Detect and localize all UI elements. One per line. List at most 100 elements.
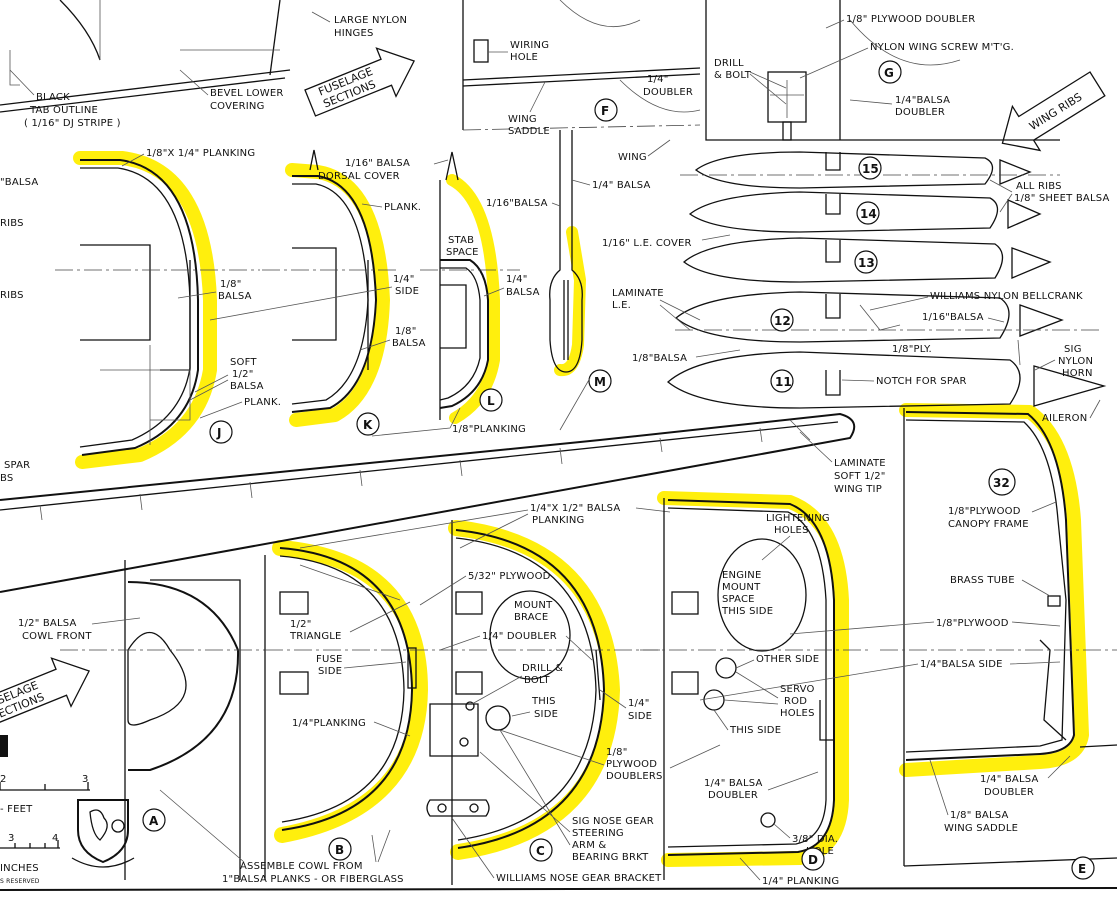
label-balsa-eighth-j-2: BALSA [218, 291, 252, 302]
label-brass-tube: BRASS TUBE [950, 575, 1015, 586]
scale-feet-tick-2: 2 [0, 774, 7, 785]
label-quarter-doubler-1: 1/4" [647, 74, 669, 85]
label-plank-j: PLANK. [244, 397, 281, 408]
label-assemble-cowl-2: 1"BALSA PLANKS - OR FIBERGLASS [222, 874, 404, 885]
section-g [705, 0, 1060, 141]
label-plank-k: PLANK. [384, 202, 421, 213]
crest-logo [71, 799, 135, 868]
former-32-label: 32 [993, 476, 1010, 490]
label-balsa-side-quarter: 1/4"BALSA SIDE [920, 659, 1003, 670]
label-bevel-lower-2: COVERING [210, 101, 265, 112]
tail-area [0, 0, 291, 113]
label-wing: WING [618, 152, 647, 163]
section-l [420, 151, 520, 420]
label-drill-bolt-top-1: DRILL [714, 58, 744, 69]
section-b [264, 547, 440, 880]
scale-feet-tick-3: 3 [82, 774, 89, 785]
label-servo-3: HOLES [780, 708, 815, 719]
label-balsa-left-top: "BALSA [0, 177, 38, 188]
label-triangle-2: TRIANGLE [289, 631, 342, 642]
label-ply-eighth-rib: 1/8"PLY. [892, 344, 932, 355]
label-notch-for-spar: NOTCH FOR SPAR [876, 376, 967, 387]
label-balsa-eighth-j-1: 1/8" [220, 279, 242, 290]
rib-12-marker [770, 308, 794, 332]
label-triangle-1: 1/2" [290, 619, 312, 630]
highlight-layer [73, 151, 1089, 867]
fuselage-sections-arrow-top: FUSELAGE SECTIONS [304, 47, 416, 117]
scale-reserved: S RESERVED [0, 878, 40, 885]
label-quarter-doubler-2: DOUBLER [643, 87, 693, 98]
label-wiring-hole-2: HOLE [510, 52, 538, 63]
label-bevel-lower-1: BEVEL LOWER [210, 88, 284, 99]
label-balsa-doubler-e-1: 1/4" BALSA [980, 774, 1039, 785]
label-planking-quarter-d: 1/4" PLANKING [762, 876, 839, 887]
label-balsa-doubler-g-2: DOUBLER [895, 107, 945, 118]
label-wing-saddle-e-1: 1/8" BALSA [950, 810, 1009, 821]
label-canopy-frame-1: 1/8"PLYWOOD [948, 506, 1021, 517]
label-plywood-doubler-eighth: 1/8" PLYWOOD DOUBLER [846, 14, 975, 25]
label-laminate-le-2: L.E. [612, 300, 631, 311]
label-assemble-cowl-1: ASSEMBLE COWL FROM [240, 861, 363, 872]
label-doubler-quarter-c: 1/4" DOUBLER [482, 631, 557, 642]
label-engine-mount-4: THIS SIDE [721, 606, 773, 617]
wing-panel [0, 412, 856, 593]
section-j [55, 159, 260, 456]
label-nylon-wing-screw: NYLON WING SCREW M'T'G. [870, 42, 1014, 53]
label-plywood-532: 5/32" PLYWOOD [468, 571, 551, 582]
section-c [426, 520, 660, 885]
label-cowl-front-2: COWL FRONT [22, 631, 92, 642]
label-stab-space-2: SPACE [446, 247, 479, 258]
label-soft-2: 1/2" [232, 369, 254, 380]
marker-k-label: K [363, 418, 373, 432]
label-wing-saddle-1: WING [508, 114, 537, 125]
marker-g-label: G [884, 66, 894, 80]
label-steering-4: BEARING BRKT [572, 852, 649, 863]
label-large-nylon-hinges-1: LARGE NYLON [334, 15, 407, 26]
label-plywood-doublers-3: DOUBLERS [606, 771, 663, 782]
label-black-1: BLACK [36, 92, 70, 103]
label-planking-quarter-half-1: 1/4"X 1/2" BALSA [530, 503, 620, 514]
label-steering-3: ARM & [572, 840, 606, 851]
label-williams-nose-gear: WILLIAMS NOSE GEAR BRACKET [496, 873, 662, 884]
label-balsa-l-2: BALSA [506, 287, 540, 298]
marker-b [328, 837, 352, 861]
label-lightening-1: LIGHTENING [766, 513, 830, 524]
marker-e [1071, 856, 1095, 880]
rib-13-marker [854, 250, 878, 274]
label-other-side: OTHER SIDE [756, 654, 819, 665]
label-balsa-k-1: 1/8" [395, 326, 417, 337]
marker-k [356, 412, 380, 436]
label-balsa-l-1: 1/4" [506, 274, 528, 285]
label-drill-bolt-top-2: & BOLT [714, 70, 752, 81]
label-dorsal-cover-1: 1/16" BALSA [345, 158, 410, 169]
label-servo-2: ROD [784, 696, 807, 707]
marker-f-label: F [601, 104, 609, 118]
marker-g [878, 60, 902, 84]
label-fuse-side-2: SIDE [318, 666, 342, 677]
label-plywood-eighth-right: 1/8"PLYWOOD [936, 618, 1009, 629]
section-a [60, 560, 265, 880]
section-d [640, 498, 870, 880]
label-balsa-16-m: 1/16"BALSA [486, 198, 548, 209]
rib-13-label: 13 [858, 256, 875, 270]
label-planking-eighth-bottom: 1/8"PLANKING [452, 424, 526, 435]
scale-inch-label: INCHES [0, 863, 39, 874]
scale-feet-label: - FEET [0, 804, 33, 815]
label-balsa-doubler-d-1: 1/4" BALSA [704, 778, 763, 789]
label-sig-2: NYLON [1058, 356, 1093, 367]
label-fuse-side-1: FUSE [316, 654, 343, 665]
label-this-side-d: THIS SIDE [729, 725, 781, 736]
rib-15-marker [858, 156, 882, 180]
label-balsa-k-2: BALSA [392, 338, 426, 349]
wing-ribs [666, 151, 1107, 409]
label-tab-outline: TAB OUTLINE [29, 105, 98, 116]
label-mount-brace-1: MOUNT [514, 600, 553, 611]
marker-e-label: E [1078, 862, 1086, 876]
label-drill-bolt-c-2: BOLT [524, 675, 550, 686]
label-planking-quarter-b: 1/4"PLANKING [292, 718, 366, 729]
label-laminate-tip-1: LAMINATE [834, 458, 886, 469]
label-this-side-c-2: SIDE [534, 709, 558, 720]
section-k [262, 149, 400, 413]
label-mount-brace-2: BRACE [514, 612, 548, 623]
